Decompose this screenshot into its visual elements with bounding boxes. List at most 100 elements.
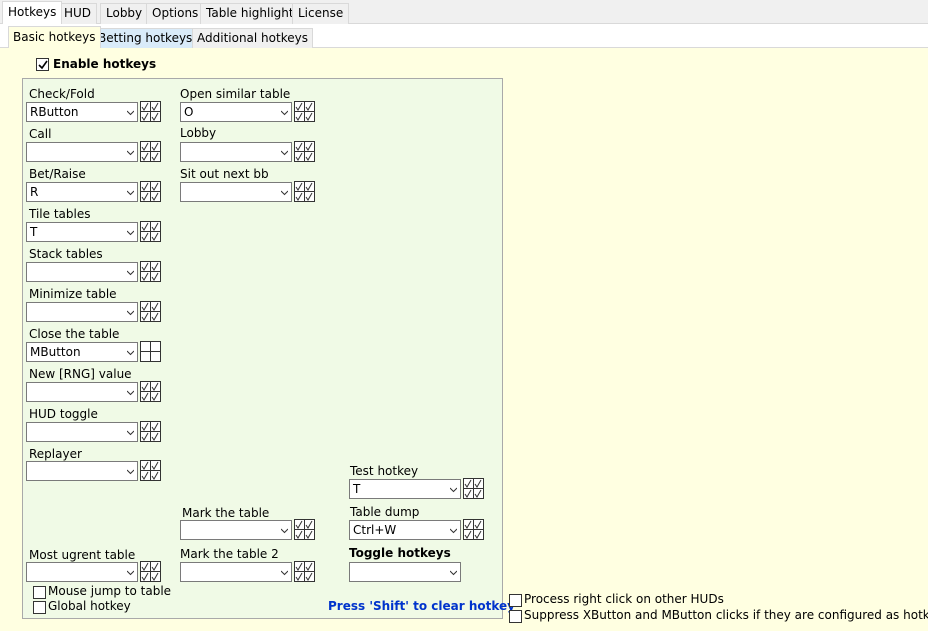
hotkey-modifier-icon[interactable] bbox=[140, 221, 161, 242]
chevron-down-icon bbox=[127, 310, 134, 316]
hotkey-modifier-icon[interactable] bbox=[294, 141, 315, 162]
new-rng-value-label: New [RNG] value bbox=[29, 367, 132, 381]
lobby-combo[interactable] bbox=[180, 142, 292, 162]
test-hotkey-combo[interactable]: T bbox=[349, 479, 461, 499]
hud-toggle-label: HUD toggle bbox=[29, 407, 98, 421]
tile-tables-value: T bbox=[30, 225, 38, 239]
chevron-down-icon bbox=[127, 190, 134, 196]
chevron-down-icon bbox=[127, 350, 134, 356]
new-rng-value-combo[interactable] bbox=[26, 382, 138, 402]
hotkey-modifier-icon[interactable] bbox=[140, 181, 161, 202]
stack-tables-combo[interactable] bbox=[26, 262, 138, 282]
hotkey-modifier-icon[interactable] bbox=[294, 101, 315, 122]
hotkey-modifier-icon[interactable] bbox=[294, 561, 315, 582]
call-combo[interactable] bbox=[26, 142, 138, 162]
chevron-down-icon bbox=[127, 570, 134, 576]
mark-table-2-combo[interactable] bbox=[180, 562, 292, 582]
global-hotkey-checkbox[interactable] bbox=[33, 601, 46, 614]
hud-toggle-combo[interactable] bbox=[26, 422, 138, 442]
toggle-hotkeys-combo[interactable] bbox=[349, 562, 461, 582]
lobby-label: Lobby bbox=[180, 126, 217, 140]
hotkey-modifier-icon[interactable] bbox=[294, 519, 315, 540]
hotkey-modifier-icon[interactable] bbox=[140, 341, 161, 362]
tab-hud[interactable]: HUD bbox=[58, 3, 98, 24]
hotkey-modifier-icon[interactable] bbox=[140, 101, 161, 122]
chevron-down-icon bbox=[450, 528, 457, 534]
chevron-down-icon bbox=[450, 570, 457, 576]
tab-betting-hotkeys[interactable]: Betting hotkeys bbox=[93, 28, 198, 48]
open-similar-table-combo[interactable]: O bbox=[180, 102, 292, 122]
table-dump-label: Table dump bbox=[350, 505, 420, 519]
chevron-down-icon bbox=[450, 487, 457, 493]
tab-additional-hotkeys[interactable]: Additional hotkeys bbox=[192, 28, 313, 48]
hotkey-modifier-icon[interactable] bbox=[463, 519, 484, 540]
enable-hotkeys-checkbox[interactable] bbox=[36, 58, 49, 71]
bet-raise-label: Bet/Raise bbox=[29, 167, 86, 181]
clear-hotkey-hint: Press 'Shift' to clear hotkey bbox=[328, 599, 515, 613]
toggle-hotkeys-label: Toggle hotkeys bbox=[349, 546, 451, 560]
chevron-down-icon bbox=[281, 528, 288, 534]
check-fold-combo[interactable]: RButton bbox=[26, 102, 138, 122]
chevron-down-icon bbox=[127, 110, 134, 116]
tab-license[interactable]: License bbox=[292, 3, 350, 24]
tile-tables-combo[interactable]: T bbox=[26, 222, 138, 242]
test-hotkey-value: T bbox=[353, 482, 361, 496]
close-table-value: MButton bbox=[30, 345, 81, 359]
bet-raise-combo[interactable]: R bbox=[26, 182, 138, 202]
tab-options[interactable]: Options bbox=[146, 3, 205, 24]
close-table-label: Close the table bbox=[29, 327, 120, 341]
hotkey-modifier-icon[interactable] bbox=[140, 460, 161, 481]
tab-table-highlight[interactable]: Table highlight bbox=[200, 3, 300, 24]
chevron-down-icon bbox=[281, 570, 288, 576]
tab-basic-hotkeys[interactable]: Basic hotkeys bbox=[8, 26, 101, 48]
hotkey-modifier-icon[interactable] bbox=[140, 421, 161, 442]
table-dump-combo[interactable]: Ctrl+W bbox=[349, 520, 461, 540]
chevron-down-icon bbox=[127, 230, 134, 236]
global-hotkey-label: Global hotkey bbox=[48, 599, 131, 613]
mark-table-combo[interactable] bbox=[180, 520, 292, 540]
most-urgent-table-label: Most ugrent table bbox=[29, 548, 136, 562]
hotkey-modifier-icon[interactable] bbox=[140, 301, 161, 322]
chevron-down-icon bbox=[127, 390, 134, 396]
call-label: Call bbox=[29, 127, 52, 141]
hotkey-modifier-icon[interactable] bbox=[140, 381, 161, 402]
tab-lobby[interactable]: Lobby bbox=[100, 3, 149, 24]
replayer-combo[interactable] bbox=[26, 461, 138, 481]
main-tab-bar: Hotkeys HUD Lobby Options Table highligh… bbox=[0, 0, 928, 24]
check-fold-label: Check/Fold bbox=[29, 87, 95, 101]
mouse-jump-checkbox[interactable] bbox=[33, 586, 46, 599]
replayer-label: Replayer bbox=[29, 447, 82, 461]
bet-raise-value: R bbox=[30, 185, 39, 199]
chevron-down-icon bbox=[127, 469, 134, 475]
tab-hotkeys[interactable]: Hotkeys bbox=[2, 1, 63, 24]
sub-tab-bar: Basic hotkeys Betting hotkeys Additional… bbox=[0, 24, 928, 48]
chevron-down-icon bbox=[281, 190, 288, 196]
enable-hotkeys-label: Enable hotkeys bbox=[53, 57, 157, 71]
suppress-xbutton-checkbox[interactable] bbox=[509, 610, 522, 623]
table-dump-value: Ctrl+W bbox=[353, 523, 397, 537]
chevron-down-icon bbox=[127, 270, 134, 276]
tile-tables-label: Tile tables bbox=[29, 207, 91, 221]
sit-out-next-bb-combo[interactable] bbox=[180, 182, 292, 202]
test-hotkey-label: Test hotkey bbox=[350, 464, 419, 478]
close-table-combo[interactable]: MButton bbox=[26, 342, 138, 362]
process-right-click-label: Process right click on other HUDs bbox=[524, 592, 724, 606]
open-similar-table-value: O bbox=[184, 105, 194, 119]
chevron-down-icon bbox=[281, 150, 288, 156]
chevron-down-icon bbox=[281, 110, 288, 116]
hotkey-modifier-icon[interactable] bbox=[463, 478, 484, 499]
most-urgent-table-combo[interactable] bbox=[26, 562, 138, 582]
hotkey-modifier-icon[interactable] bbox=[140, 141, 161, 162]
sit-out-next-bb-label: Sit out next bb bbox=[180, 167, 269, 181]
hotkey-modifier-icon[interactable] bbox=[294, 181, 315, 202]
minimize-table-label: Minimize table bbox=[29, 287, 117, 301]
minimize-table-combo[interactable] bbox=[26, 302, 138, 322]
hotkey-modifier-icon[interactable] bbox=[140, 261, 161, 282]
mouse-jump-label: Mouse jump to table bbox=[48, 584, 172, 598]
chevron-down-icon bbox=[127, 430, 134, 436]
chevron-down-icon bbox=[127, 150, 134, 156]
open-similar-table-label: Open similar table bbox=[180, 87, 291, 101]
process-right-click-checkbox[interactable] bbox=[509, 594, 522, 607]
hotkey-modifier-icon[interactable] bbox=[140, 561, 161, 582]
stack-tables-label: Stack tables bbox=[29, 247, 103, 261]
